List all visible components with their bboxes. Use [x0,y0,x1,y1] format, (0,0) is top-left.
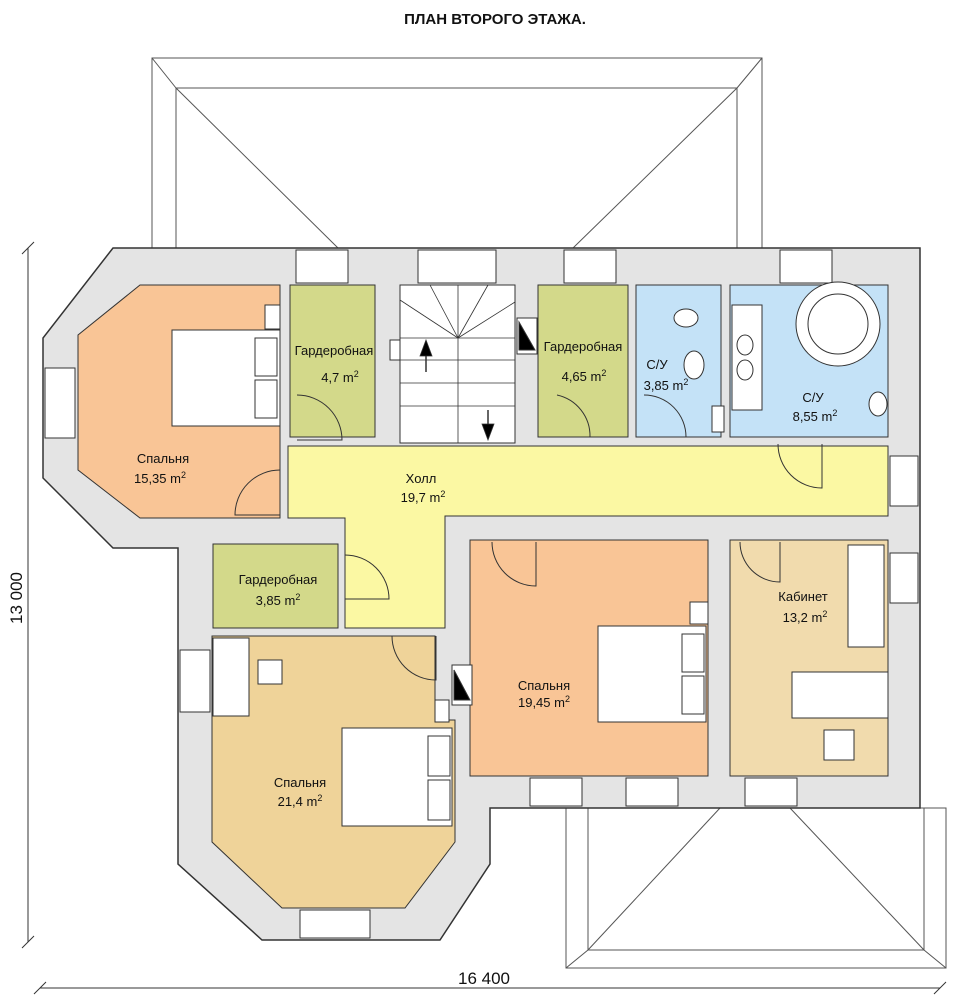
rooms [77,284,889,909]
nightstand [264,304,281,330]
roof-bottom [565,807,947,969]
room-name-bedroom-1: Спальня [137,451,189,466]
room-area-hall: 19,7 m2 [401,489,446,505]
furniture [212,304,889,761]
room-hall [287,445,889,629]
wardrobe-unit [212,637,250,717]
chair [257,659,283,685]
window [295,249,349,284]
window [779,249,833,284]
room-name-wc-1: С/У [646,357,668,372]
nightstand [689,601,709,625]
sink [683,350,705,380]
room-area-wc-2: 8,55 m2 [793,408,838,424]
dimension-lines [21,241,947,995]
windows [44,249,919,939]
room-area-bedroom-2: 21,4 m2 [278,793,323,809]
window [889,455,919,507]
room-name-wc-2: С/У [802,390,824,405]
window [299,909,371,939]
roof-top [151,57,763,249]
vanity [731,304,763,411]
room-wardrobe-2 [537,284,629,438]
chimneys [451,317,538,706]
room-area-bedroom-3: 19,45 m2 [518,694,570,710]
sofa [847,544,885,648]
room-area-wc-1: 3,85 m2 [644,377,689,393]
desk [791,671,889,719]
plan-title: ПЛАН ВТОРОГО ЭТАЖА. [404,11,586,28]
room-name-wardrobe-3: Гардеробная [239,572,318,587]
room-name-hall: Холл [406,471,437,486]
window [889,552,919,604]
toilet [673,308,699,328]
window [625,777,679,807]
window [744,777,798,807]
window [44,367,76,439]
room-name-cabinet: Кабинет [778,589,827,604]
room-name-wardrobe-1: Гардеробная [295,343,374,358]
dimension-width: 16 400 [458,969,510,988]
room-bedroom-2 [211,635,456,909]
nightstand [434,699,450,723]
plumbing [389,281,888,433]
window [417,249,497,284]
room-wardrobe-1 [289,284,376,438]
room-wc-1 [635,284,722,438]
staircase [399,284,516,443]
room-labels: Спальня 15,35 m2 Гардеробная 4,7 m2 Гард… [134,339,837,809]
room-area-cabinet: 13,2 m2 [783,609,828,625]
room-name-bedroom-3: Спальня [518,678,570,693]
room-name-wardrobe-2: Гардеробная [544,339,623,354]
room-area-wardrobe-3: 3,85 m2 [256,592,301,608]
room-area-wardrobe-2: 4,65 m2 [562,368,607,384]
doors [234,394,823,681]
chair [823,729,855,761]
room-wardrobe-3 [212,543,339,629]
window [529,777,583,807]
room-area-wardrobe-1: 4,7 m2 [321,369,359,385]
window [179,649,211,713]
toilet [868,391,888,417]
beds [171,329,707,827]
dimension-height: 13 000 [7,572,26,624]
window [563,249,617,284]
room-stairs [399,284,516,444]
room-area-bedroom-1: 15,35 m2 [134,470,186,486]
room-name-bedroom-2: Спальня [274,775,326,790]
